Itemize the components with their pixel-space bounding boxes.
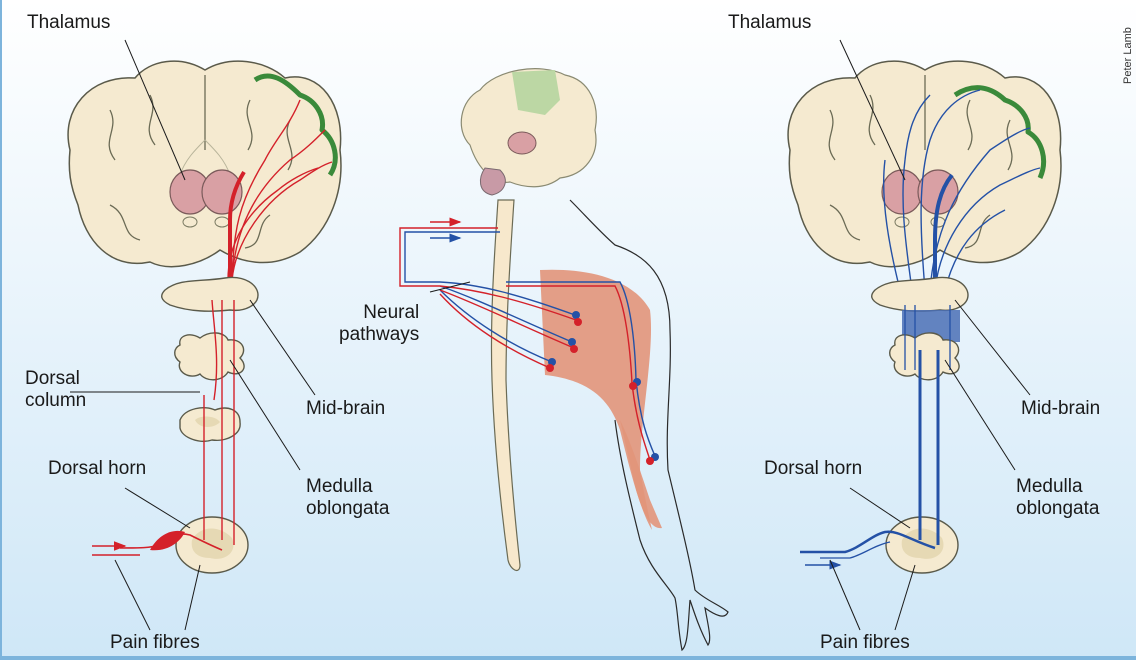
right-thalamus-shape: [882, 170, 922, 214]
artist-credit: Peter Lamb: [1122, 27, 1134, 84]
label-pain-fibres-right: Pain fibres: [820, 632, 910, 654]
label-dorsal-horn-right: Dorsal horn: [764, 458, 862, 480]
label-mid-brain-left: Mid-brain: [306, 398, 385, 420]
label-pain-fibres-left: Pain fibres: [110, 632, 200, 654]
label-medulla-right: Medulla oblongata: [1016, 476, 1099, 520]
label-neural-pathways: Neural pathways: [339, 302, 419, 346]
label-thalamus-right: Thalamus: [728, 12, 811, 34]
right-medulla-slice: [890, 333, 959, 380]
label-mid-brain-right: Mid-brain: [1021, 398, 1100, 420]
label-dorsal-column: Dorsal column: [25, 368, 86, 412]
label-dorsal-horn-left: Dorsal horn: [48, 458, 146, 480]
label-thalamus-left: Thalamus: [27, 12, 110, 34]
label-medulla-left: Medulla oblongata: [306, 476, 389, 520]
centre-thalamus: [508, 132, 536, 154]
